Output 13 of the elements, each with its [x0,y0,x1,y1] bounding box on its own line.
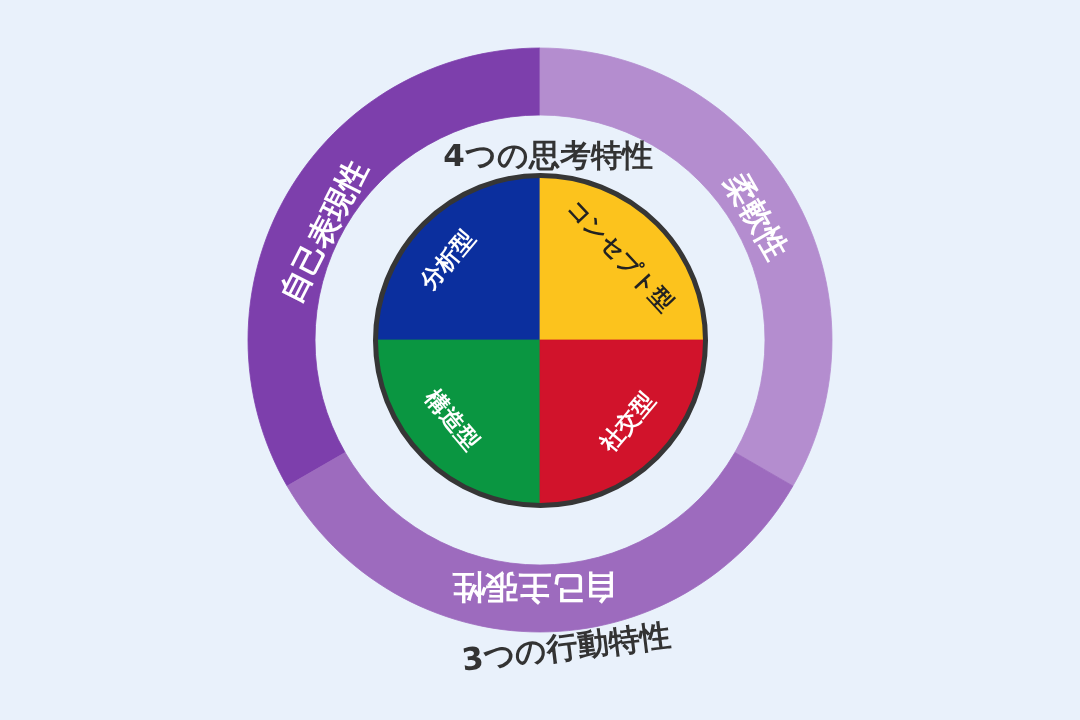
quadrant-label: 分析型 [416,225,480,295]
heading: 3つの行動特性 [459,617,673,677]
quadrant-label: コンセプト型 [562,195,678,317]
pie-quadrant [375,175,540,340]
segment-label: 自己表現性 [272,154,374,308]
heading: 4つの思考特性 [443,137,653,173]
pie-quadrant [540,175,705,340]
segment-label: 自己主張性 [451,568,617,606]
pie-quadrant [540,340,705,505]
quadrant-label: 構造型 [420,385,484,455]
segment-label: 柔軟性 [719,167,795,265]
pie-quadrant [375,340,540,505]
quadrant-label: 社交型 [596,387,660,457]
